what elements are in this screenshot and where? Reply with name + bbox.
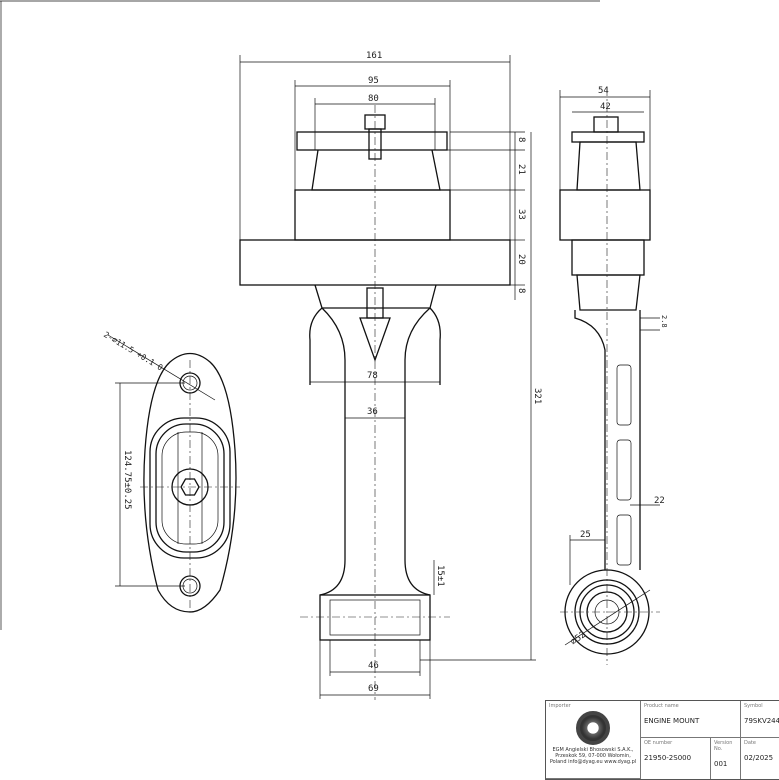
dim-stack: 8 <box>516 137 526 142</box>
dim-hole-spacing: 124.75±0.25 <box>122 450 132 510</box>
symbol: 79SKV244 <box>744 717 779 725</box>
symbol-label: Symbol <box>744 703 763 709</box>
dim-top-inner: 80 <box>368 94 379 104</box>
dim-hole-spec: 2-⌀11.5 +0.1 0 <box>102 330 165 373</box>
product-name: ENGINE MOUNT <box>644 717 700 725</box>
dim-bushing-outer: 69 <box>368 684 379 694</box>
dim-side-small: 2.8 <box>660 315 668 328</box>
top-dimensions: 2-⌀11.5 +0.1 0 124.75±0.25 <box>102 330 216 587</box>
product-name-label: Product name <box>644 703 679 709</box>
dim-bushing-offset: 15±1 <box>435 565 445 587</box>
version-cell: Version No. 001 <box>711 738 741 779</box>
dim-top-outer: 95 <box>368 76 379 86</box>
dim-overall-width: 161 <box>366 51 382 61</box>
dim-side-outer: 54 <box>598 86 609 96</box>
dim-stack: 20 <box>516 254 526 265</box>
oe-label: OE number <box>644 740 673 746</box>
product-name-cell: Product name ENGINE MOUNT <box>641 701 741 738</box>
side-view <box>559 88 660 665</box>
oe-number: 21950-2S000 <box>644 754 692 762</box>
date-label: Date <box>744 740 756 746</box>
oe-cell: OE number 21950-2S000 <box>641 738 711 779</box>
version: 001 <box>714 760 728 768</box>
version-label: Version No. <box>714 740 733 752</box>
dim-arm-thickness: 22 <box>654 496 665 506</box>
side-dimensions: 54 42 2.8 25 22 ⌀52 <box>559 86 668 648</box>
dim-stack: 33 <box>516 209 526 220</box>
dim-bushing-inner: 46 <box>368 661 379 671</box>
dim-arm-flare: 78 <box>367 371 378 381</box>
importer-cell: Importer EGM Angielski Bhosowski S.A.K.,… <box>546 701 641 779</box>
date: 02/2025 <box>744 754 774 762</box>
dim-stack: 21 <box>516 164 526 175</box>
title-block: Importer EGM Angielski Bhosowski S.A.K.,… <box>545 700 779 780</box>
dim-stack: 8 <box>516 288 526 293</box>
front-dimensions: 161 95 80 78 36 46 69 15±1 8 21 33 20 8 … <box>239 51 542 699</box>
importer-address: EGM Angielski Bhosowski S.A.K., Przeskok… <box>549 747 637 765</box>
top-view <box>140 352 240 613</box>
date-cell: Date 02/2025 <box>741 738 779 779</box>
front-view <box>239 105 511 700</box>
dim-overall-height: 321 <box>532 388 542 404</box>
dim-arm-width: 36 <box>367 407 378 417</box>
company-logo <box>576 711 610 745</box>
importer-label: Importer <box>549 703 571 709</box>
dim-arm-depth: 25 <box>580 530 591 540</box>
symbol-cell: Symbol 79SKV244 <box>741 701 779 738</box>
dim-bushing-diameter: ⌀52 <box>569 630 588 648</box>
dim-side-inner: 42 <box>600 102 611 112</box>
